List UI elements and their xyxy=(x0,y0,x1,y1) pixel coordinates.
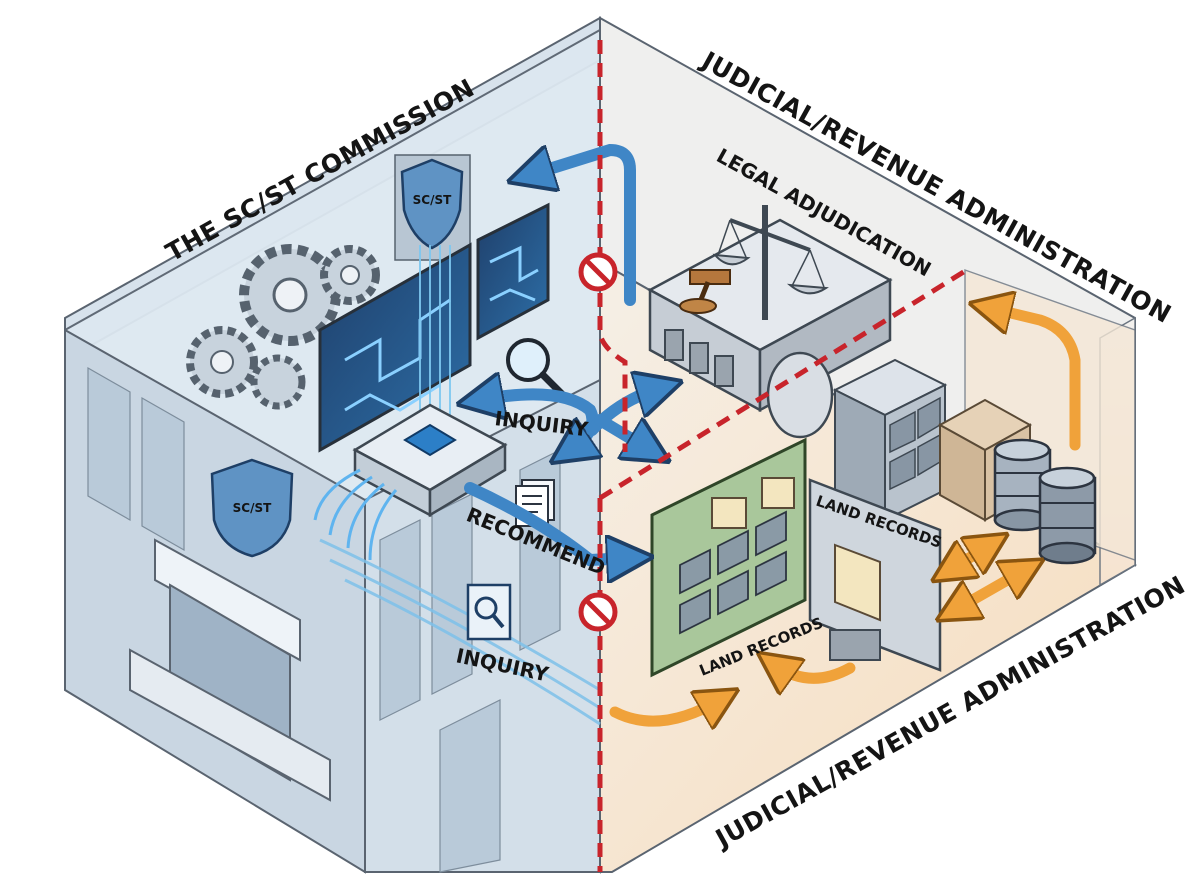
arrow-inquiry-to-records xyxy=(594,414,650,450)
boundary-diagonal xyxy=(598,265,972,501)
shield-top: SC/ST xyxy=(394,154,471,261)
commission-data-streams xyxy=(319,538,601,726)
legal-adjudication-machine xyxy=(647,218,893,439)
jurisdiction-boundaries xyxy=(597,40,972,872)
gavel-icon xyxy=(679,269,731,314)
entrance-steps xyxy=(129,648,331,802)
gears-icon xyxy=(186,244,380,410)
land-records-board xyxy=(650,437,807,678)
arrow-inquiry-loop xyxy=(480,394,593,450)
arrow-recommend xyxy=(464,482,630,560)
side-monitor xyxy=(476,202,550,341)
scroll-icon xyxy=(711,477,795,529)
no-entry-icon xyxy=(578,592,618,632)
shield-bottom-label: SC/ST xyxy=(233,501,272,515)
computer-monitors xyxy=(318,202,550,453)
land-records-panel xyxy=(808,478,942,672)
no-entry-icon xyxy=(578,252,618,292)
shield-bottom: SC/ST xyxy=(210,458,294,558)
filing-cabinet-icon xyxy=(832,358,948,522)
blue-flow-arrows xyxy=(464,143,660,560)
shield-top-label: SC/ST xyxy=(413,193,452,207)
scales-of-justice-icon xyxy=(712,205,829,320)
search-document-icon xyxy=(466,583,512,641)
arrow-back-to-commission xyxy=(530,143,636,306)
entrance-canopy xyxy=(154,538,301,662)
database-icon xyxy=(993,438,1097,565)
boundary-vertical xyxy=(597,40,628,452)
orange-flow-arrows xyxy=(609,308,1081,721)
document-icon xyxy=(515,479,555,527)
